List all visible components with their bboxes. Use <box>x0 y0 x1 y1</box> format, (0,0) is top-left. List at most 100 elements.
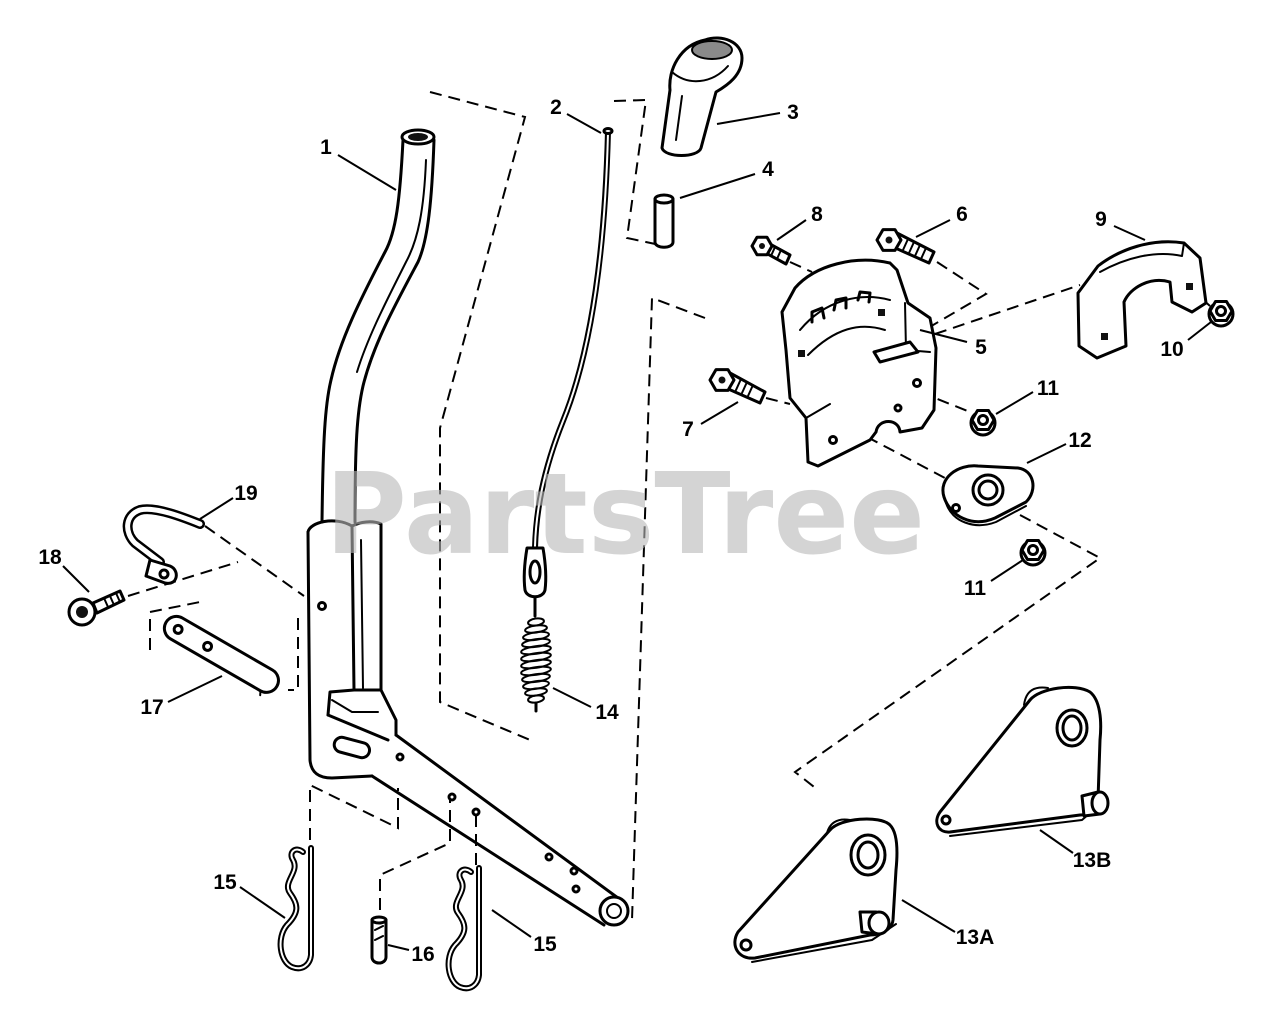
callout-label: 13B <box>1073 849 1112 872</box>
part-3-knob <box>660 36 744 157</box>
shaft-top-edge <box>394 733 620 900</box>
bracket-hole <box>912 378 922 388</box>
bar-edge <box>169 637 262 697</box>
gate-marker <box>798 350 805 357</box>
part-17-flat-bar <box>162 614 280 697</box>
clevis-slot <box>528 559 542 585</box>
bracket-hole <box>893 403 903 413</box>
dashed-line-pin-16 <box>379 800 451 910</box>
dashed-line-bolt-6 <box>927 261 988 329</box>
dashed-line-knob <box>613 98 661 246</box>
leader-line <box>1113 225 1146 241</box>
part-15-hairpin-clip-2 <box>445 865 482 992</box>
bracket-hole <box>828 435 838 445</box>
shaft-end-inner <box>606 903 622 919</box>
leader-line <box>1187 321 1212 341</box>
knob-highlight <box>675 95 683 141</box>
leader-line <box>167 675 223 703</box>
pin-top <box>653 193 675 205</box>
bracket-tab-detail <box>331 699 379 713</box>
bracket-slot <box>332 735 372 760</box>
shaft-end <box>598 895 630 927</box>
bracket-bend <box>352 688 398 737</box>
shaft-hole <box>471 807 481 817</box>
tube-left-edge <box>320 138 405 524</box>
bar-hole <box>202 640 214 652</box>
dashed-line-lever <box>429 91 531 741</box>
gate-notches <box>810 290 872 324</box>
rod-top-end <box>602 127 614 135</box>
callout-16: 16 <box>387 943 435 966</box>
rod-highlight <box>534 132 609 547</box>
dashed-line-bearing <box>793 427 1102 791</box>
leader-line <box>62 565 90 593</box>
pin-body <box>653 197 675 249</box>
leader-line <box>199 497 234 520</box>
gate-marker <box>878 309 885 316</box>
shaft-bottom-edge <box>370 774 606 927</box>
callout-10: 10 <box>1160 321 1212 361</box>
part-10-nut <box>1207 300 1235 328</box>
dashed-line-pin-19 <box>204 525 305 597</box>
dashed-line-bar-17 <box>149 601 299 691</box>
plate-pin-end <box>867 910 891 936</box>
bracket-edge <box>1099 242 1185 273</box>
tube-right-edge <box>353 138 436 524</box>
callout-8: 8 <box>776 203 823 241</box>
part-1-lever-tube <box>306 128 630 927</box>
leader-line <box>915 219 951 238</box>
bolt-head-center <box>718 376 726 384</box>
bolt-head-center <box>759 243 765 249</box>
shaft-hole <box>569 866 579 876</box>
part-4-pin <box>653 193 675 249</box>
callout-label: 13A <box>956 926 995 949</box>
part-6-bolt <box>875 228 936 265</box>
leader-line <box>491 909 532 938</box>
clip-wire-highlight <box>279 847 312 970</box>
bracket-tab <box>326 713 390 742</box>
knob-cap-edge <box>671 65 729 83</box>
callout-label: 15 <box>213 871 237 894</box>
callout-13b: 13B <box>1039 829 1112 872</box>
assembly-dashed-lines <box>127 91 1211 921</box>
callout-label: 18 <box>38 546 62 569</box>
bracket-outline <box>1076 240 1208 360</box>
dashed-line-bolt-18 <box>127 561 239 597</box>
callout-label: 17 <box>140 696 163 719</box>
callout-label: 1 <box>320 136 332 159</box>
part-19-bent-pin <box>122 504 205 585</box>
callout-label: 4 <box>762 158 774 181</box>
part-13b-plate <box>935 685 1110 837</box>
callout-7: 7 <box>682 401 739 441</box>
flange-hole <box>951 503 961 513</box>
pin-wire-highlight <box>125 506 203 565</box>
bracket-hole <box>1101 333 1108 340</box>
callout-label: 19 <box>234 482 257 505</box>
dashed-line-bracket-9 <box>934 284 1081 335</box>
part-5-gate-bracket <box>780 258 938 468</box>
callout-label: 12 <box>1068 429 1091 452</box>
leader-line <box>901 899 956 933</box>
dashed-line-clip-15 <box>309 783 399 840</box>
part-15-hairpin-clip <box>277 845 314 972</box>
callout-1: 1 <box>320 136 397 191</box>
leader-line <box>679 173 756 199</box>
callout-11: 11 <box>995 377 1059 415</box>
callout-17: 17 <box>140 675 223 719</box>
callout-label: 3 <box>787 101 799 124</box>
plate-small-hole <box>739 938 753 952</box>
knob-cap <box>691 40 733 60</box>
watermark-text: PartsTree <box>325 450 925 580</box>
bolt-head-center <box>885 236 893 244</box>
sleeve-strip <box>360 539 364 689</box>
sleeve-hole <box>317 601 327 611</box>
shaft-hole <box>447 792 457 802</box>
shaft-hole <box>395 752 405 762</box>
leader-line <box>1026 443 1067 464</box>
leader-line <box>919 329 968 343</box>
part-12-flange-bearing <box>941 464 1035 527</box>
shaft-hole <box>571 884 581 894</box>
leader-line <box>566 113 602 134</box>
bar-hole <box>172 623 184 635</box>
nut-hole <box>977 414 989 426</box>
